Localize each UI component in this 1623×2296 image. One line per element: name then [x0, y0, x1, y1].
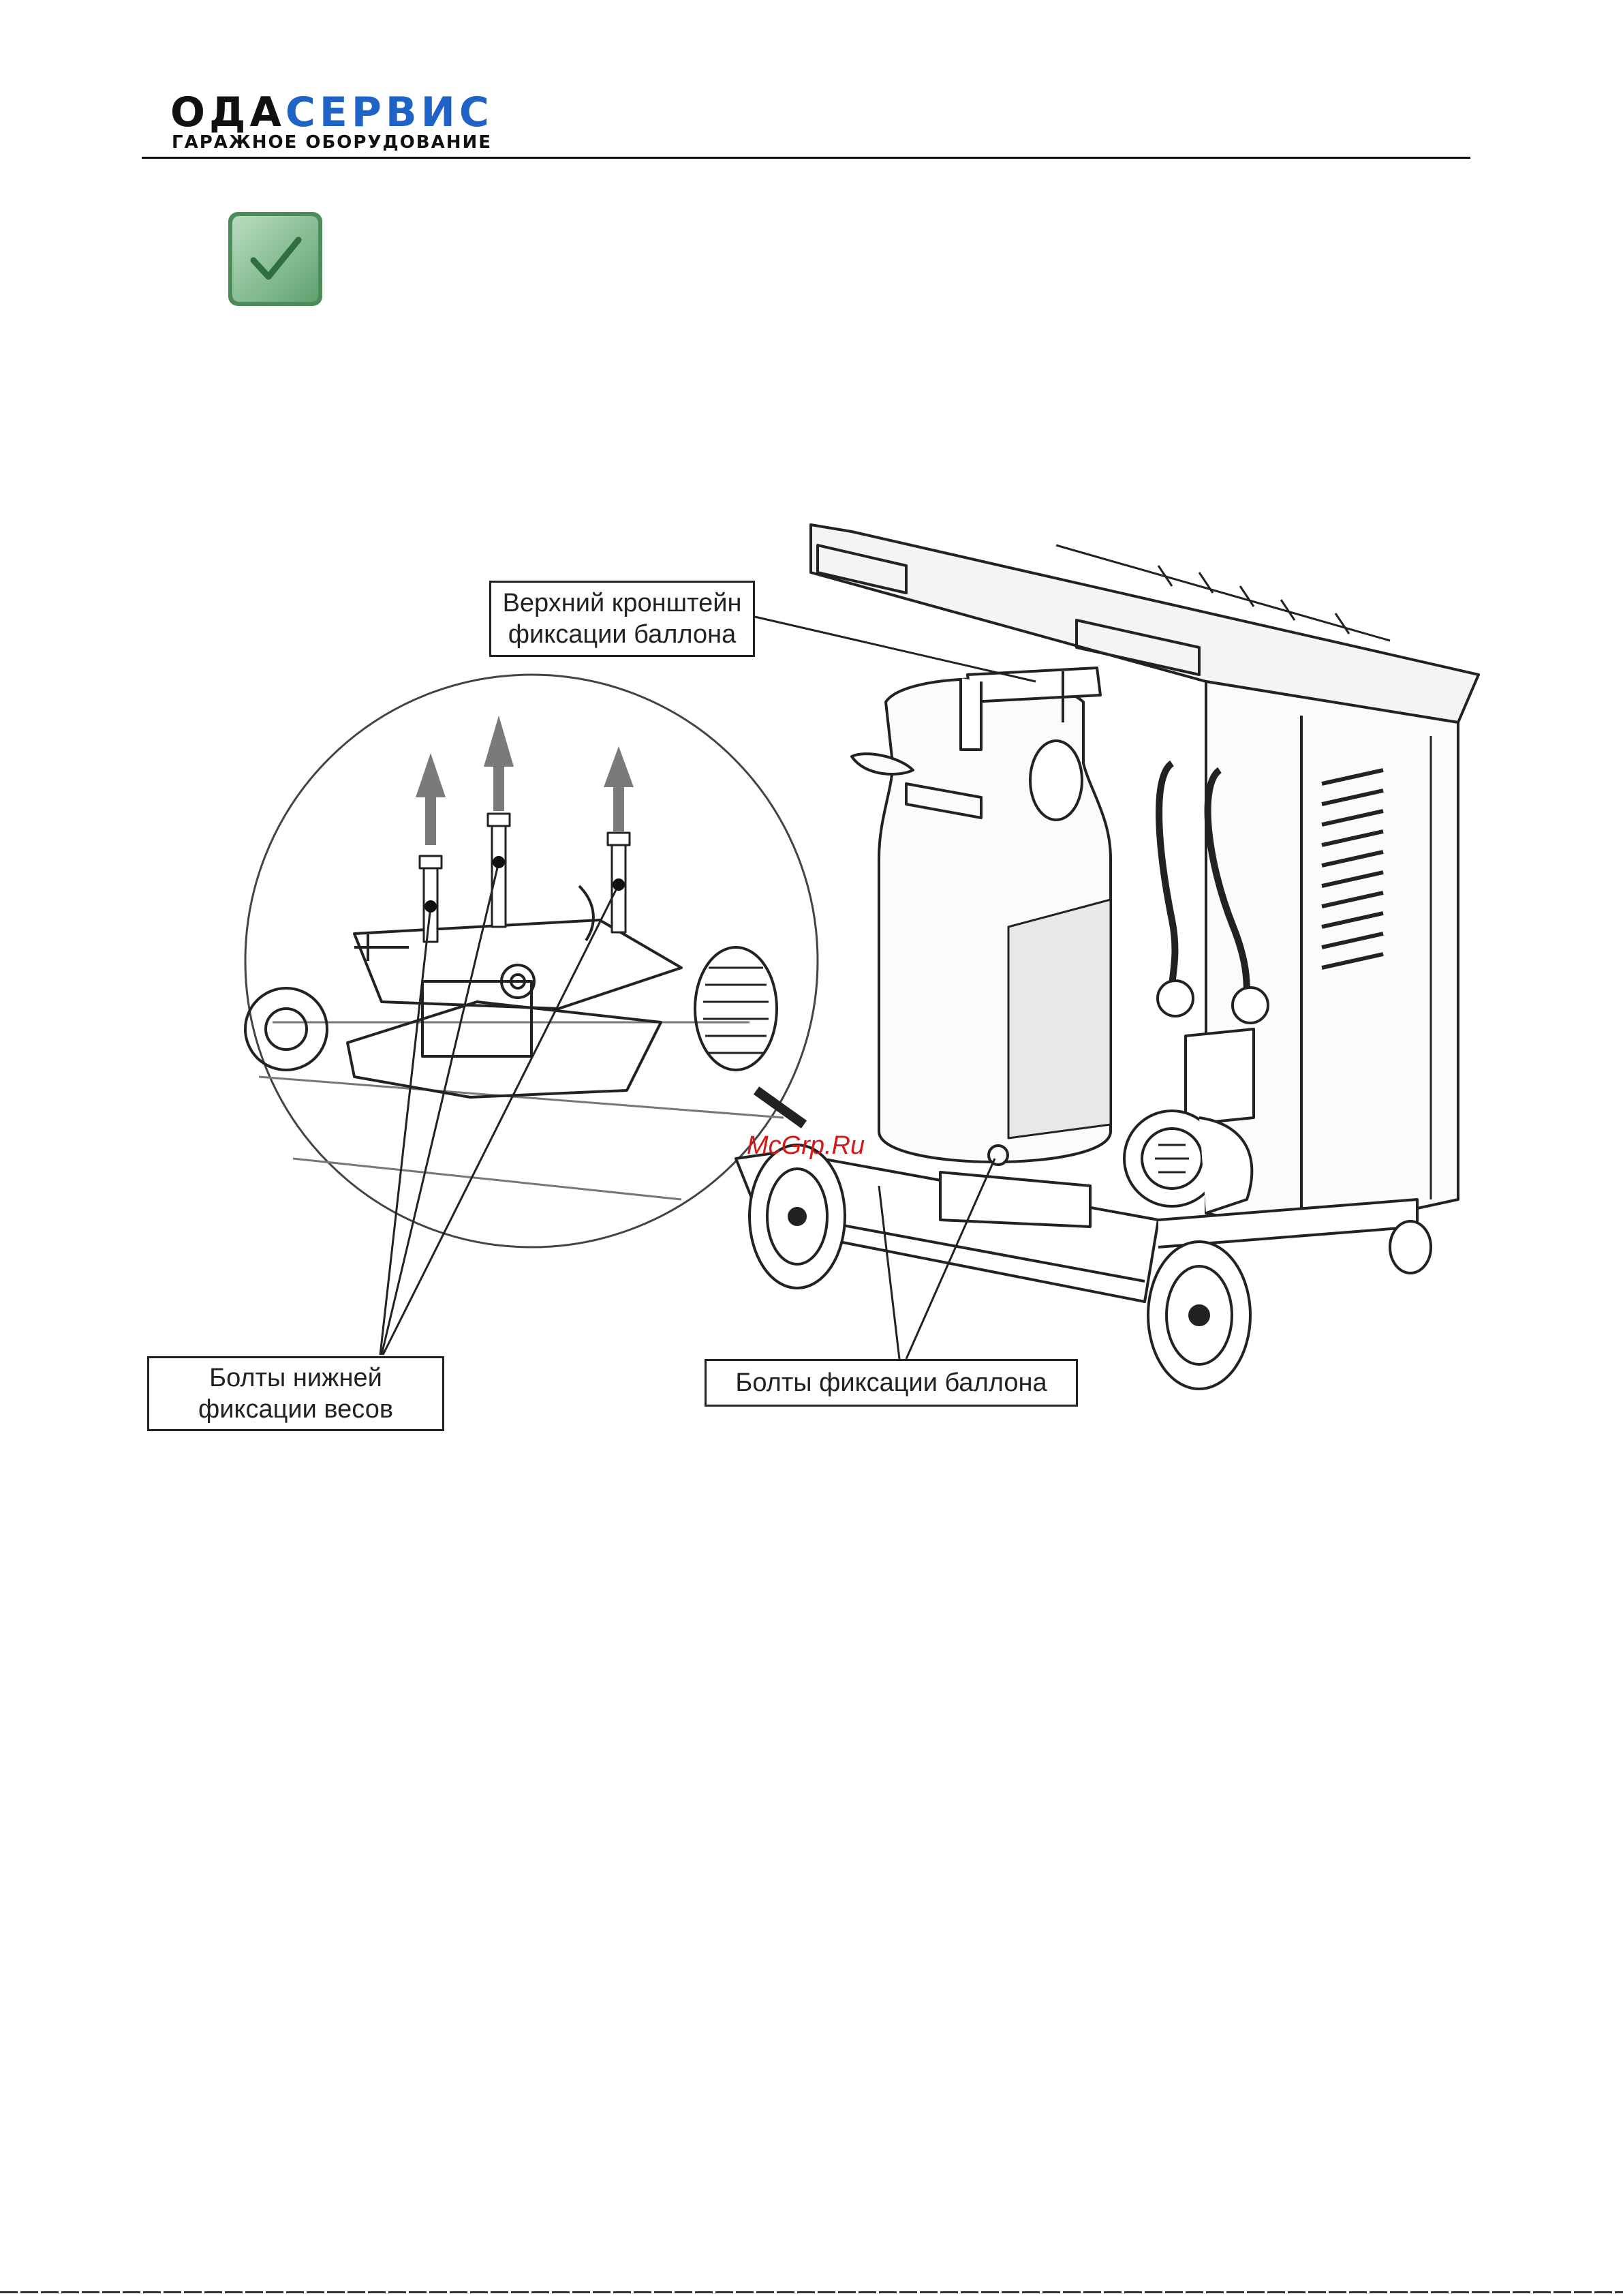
callout-upper-bracket: Верхний кронштейн фиксации баллона: [489, 581, 755, 657]
callout-cylinder-bolts: Болты фиксации баллона: [705, 1359, 1078, 1407]
watermark: McGrp.Ru: [747, 1131, 865, 1161]
callout-lower-scale-bolts: Болты нижней фиксации весов: [147, 1356, 444, 1431]
magnified-inset: [245, 675, 818, 1247]
refrigerant-cylinder: [852, 679, 1111, 1165]
footer-divider: [0, 2291, 1623, 2293]
